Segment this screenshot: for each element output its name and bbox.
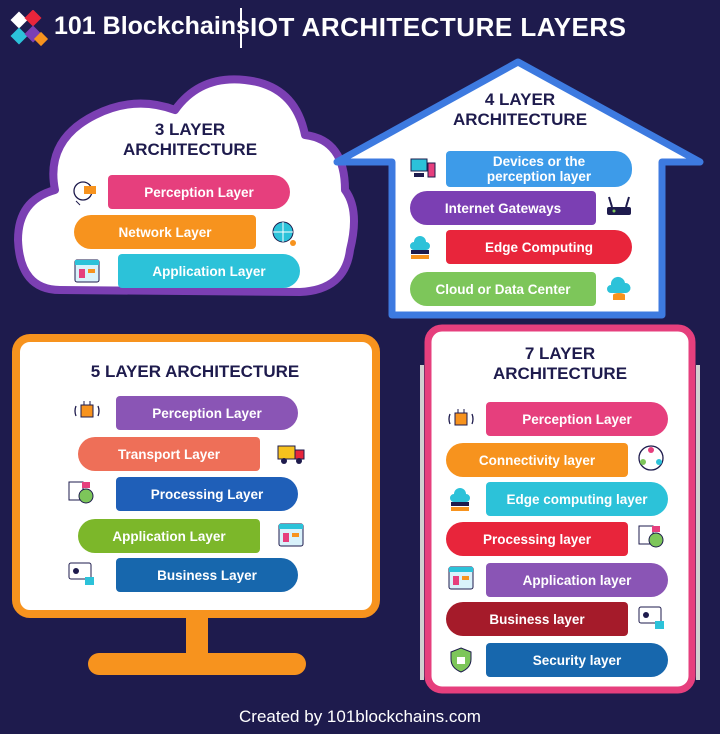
people-network-icon <box>636 443 666 473</box>
layer-label: Business layer <box>489 611 585 627</box>
layer-label: Application layer <box>522 572 632 588</box>
layer-label: Application Layer <box>112 528 226 544</box>
footer-credit: Created by 101blockchains.com <box>239 707 481 726</box>
app-window-icon <box>72 256 102 286</box>
app-window-icon <box>446 563 476 593</box>
monitor-base <box>88 653 306 675</box>
layer-label: Edge Computing <box>485 239 593 255</box>
processing-icon <box>636 522 666 552</box>
seven-layer-pill: Application layer <box>486 563 668 597</box>
five-layer-pill: Business Layer <box>116 558 298 592</box>
chip-sensor-icon <box>72 396 102 426</box>
logo-cubes-icon <box>10 10 49 47</box>
five-layer-title: 5 LAYER ARCHITECTURE <box>90 362 300 381</box>
layer-label: Internet Gateways <box>444 200 562 216</box>
four-layer-pill: Cloud or Data Center <box>410 272 596 306</box>
four-layer-pill: Internet Gateways <box>410 191 596 225</box>
title-line: ARCHITECTURE <box>492 364 628 383</box>
seven-layer-pill: Edge computing layer <box>486 482 668 516</box>
title-line: ARCHITECTURE <box>452 110 588 129</box>
router-icon <box>604 191 634 221</box>
layer-label: Network Layer <box>118 224 212 240</box>
layer-label: Application Layer <box>152 263 266 279</box>
header-divider <box>240 8 242 48</box>
globe-network-icon <box>268 218 298 248</box>
layer-label: Connectivity layer <box>478 452 596 468</box>
layer-label: Transport Layer <box>117 446 221 462</box>
five-layer-pill: Application Layer <box>78 519 260 553</box>
three-layer-pill: Network Layer <box>74 215 256 249</box>
processing-icon <box>66 478 96 508</box>
three-layer-pill: Perception Layer <box>108 175 290 209</box>
app-window-icon <box>276 520 306 550</box>
page-title: IOT ARCHITECTURE LAYERS <box>250 12 627 42</box>
title-line: 3 LAYER <box>154 120 226 139</box>
chip-sensor-icon <box>446 404 476 434</box>
business-icon <box>66 558 96 588</box>
business-icon <box>636 602 666 632</box>
truck-icon <box>276 438 306 468</box>
seven-layer-pill: Business layer <box>446 602 628 636</box>
monitor-neck <box>186 614 208 656</box>
seven-layer-pill: Perception Layer <box>486 402 668 436</box>
title-line: 4 LAYER <box>484 90 556 109</box>
title-line: 7 LAYER <box>524 344 596 363</box>
layer-label: Edge computing layer <box>506 491 648 507</box>
layer-label: Perception Layer <box>152 405 262 421</box>
five-layer-pill: Processing Layer <box>116 477 298 511</box>
layer-label: Processing Layer <box>150 486 264 502</box>
security-shield-icon <box>446 645 476 675</box>
brand-name: 101 Blockchains <box>54 12 250 40</box>
seven-layer-pill: Processing layer <box>446 522 628 556</box>
seven-layer-pill: Connectivity layer <box>446 443 628 477</box>
five-layer-pill: Transport Layer <box>78 437 260 471</box>
layer-label: Business Layer <box>157 567 257 583</box>
edge-server-icon <box>446 482 476 512</box>
devices-icon <box>408 153 438 183</box>
seven-layer-pill: Security layer <box>486 643 668 677</box>
layer-label: Cloud or Data Center <box>435 281 571 297</box>
five-layer-pill: Perception Layer <box>116 396 298 430</box>
cloud-database-icon <box>604 272 634 302</box>
layer-label: Perception Layer <box>144 184 254 200</box>
title-line: ARCHITECTURE <box>122 140 258 159</box>
head-sensor-icon <box>70 177 100 207</box>
edge-server-icon <box>406 230 436 260</box>
layer-label: Processing layer <box>482 531 592 547</box>
header: 101 Blockchains IOT ARCHITECTURE LAYERS <box>0 0 720 54</box>
three-layer-pill: Application Layer <box>118 254 300 288</box>
layer-label: Perception Layer <box>522 411 632 427</box>
layer-label: Security layer <box>532 652 622 668</box>
four-layer-pill: Edge Computing <box>446 230 632 264</box>
